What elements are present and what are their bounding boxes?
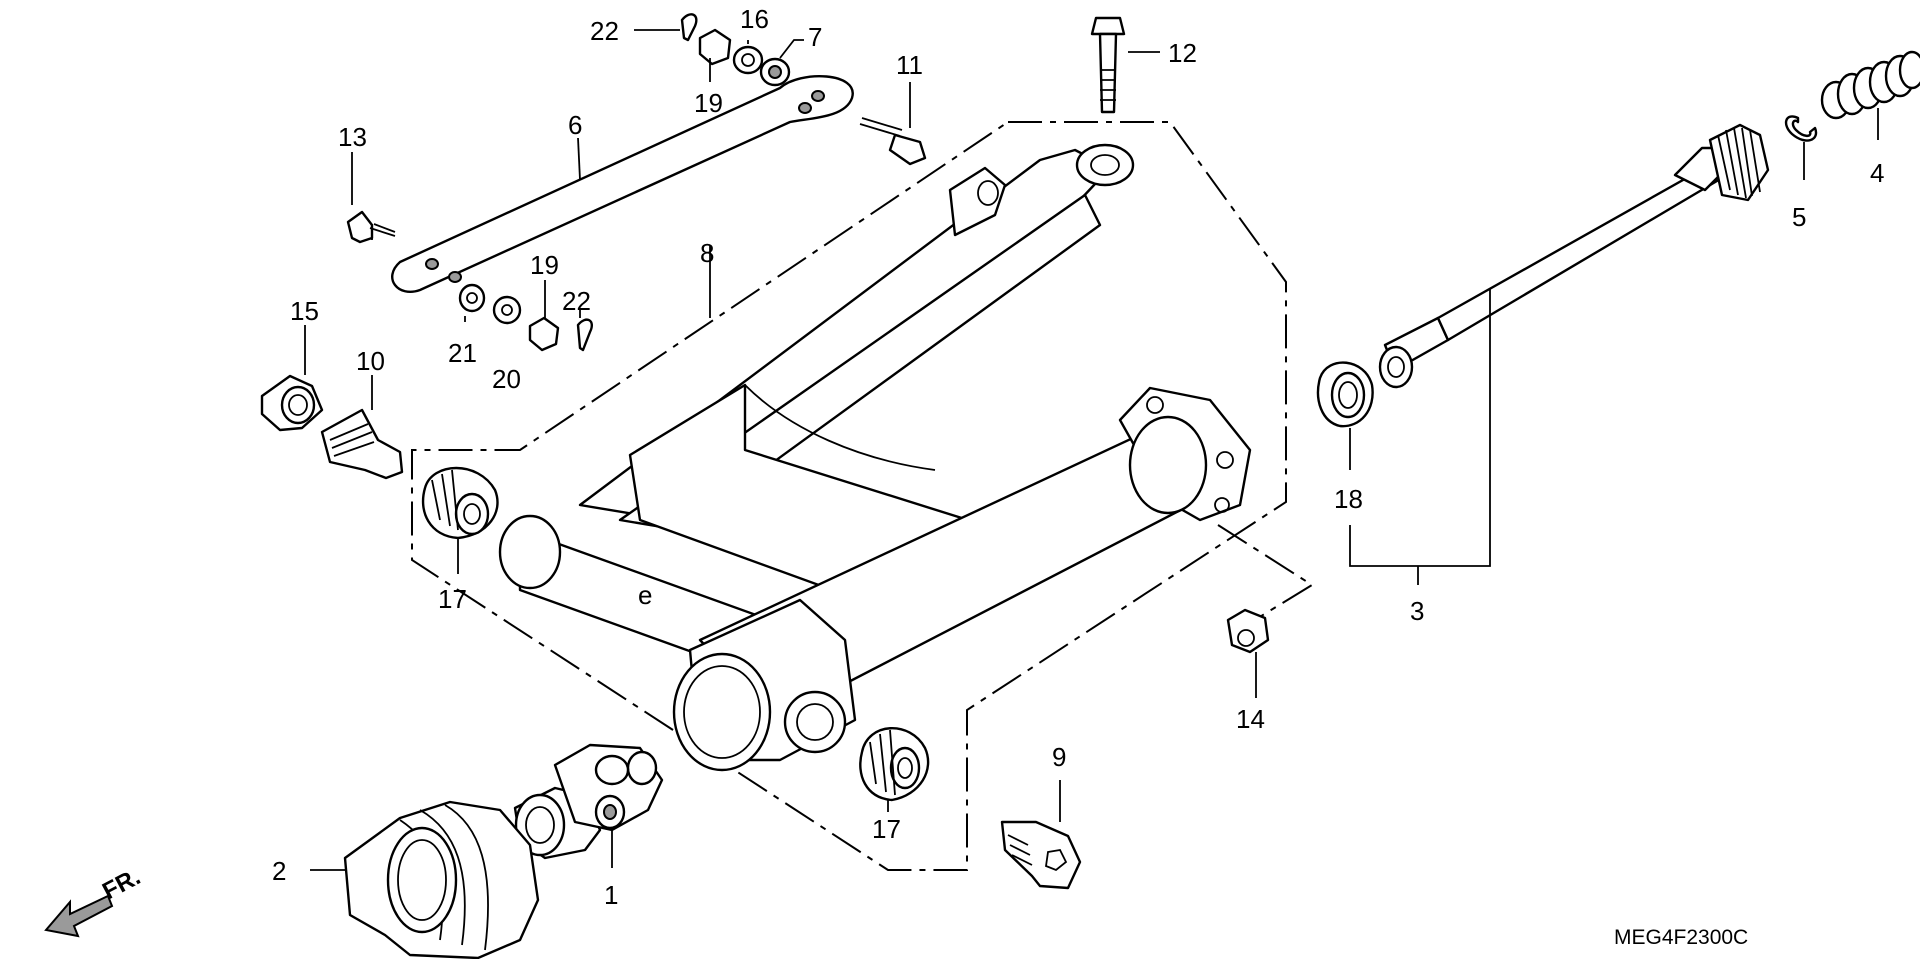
callout-1: 1 — [604, 880, 618, 910]
bearing-17-right — [859, 727, 930, 802]
callout-17-right: 17 — [872, 814, 901, 844]
callout-6: 6 — [568, 110, 582, 140]
callout-12: 12 — [1168, 38, 1197, 68]
rubber-boot-2 — [343, 800, 540, 959]
oil-seal-18 — [1316, 361, 1374, 428]
callout-4: 4 — [1870, 158, 1884, 188]
callout-22-top: 22 — [590, 16, 619, 46]
diagram-code: MEG4F2300C — [1614, 926, 1748, 949]
circlip-5 — [1784, 115, 1818, 142]
universal-joint-1 — [513, 743, 664, 860]
leader-dashed-14 — [1217, 524, 1314, 619]
callout-20: 20 — [492, 364, 521, 394]
front-direction-arrow: FR. — [44, 863, 145, 938]
lock-nut-15 — [260, 374, 324, 432]
callout-16: 16 — [740, 4, 769, 34]
arm-mark: e — [638, 580, 652, 610]
spring-4 — [1820, 50, 1920, 120]
pivot-bolt-10 — [320, 408, 404, 480]
callout-17-left: 17 — [438, 584, 467, 614]
callout-11: 11 — [896, 50, 923, 80]
collar-nut-14 — [1226, 608, 1270, 654]
drain-plug-9 — [1000, 820, 1082, 890]
callout-14: 14 — [1236, 704, 1265, 734]
callout-21: 21 — [448, 338, 477, 368]
callout-18: 18 — [1334, 484, 1363, 514]
callout-7: 7 — [808, 22, 822, 52]
callout-3: 3 — [1410, 596, 1424, 626]
callout-15: 15 — [290, 296, 319, 326]
callout-19-mid: 19 — [530, 250, 559, 280]
callout-10: 10 — [356, 346, 385, 376]
leader-lines — [304, 29, 1879, 871]
callout-9: 9 — [1052, 742, 1066, 772]
torque-rod — [391, 75, 854, 293]
assembly-boundary-dashed — [411, 121, 1287, 871]
callout-8: 8 — [700, 238, 714, 268]
bolt-11 — [859, 117, 927, 166]
callout-13: 13 — [338, 122, 367, 152]
swingarm: e — [498, 143, 1252, 772]
callout-labels: 22 16 7 19 11 12 13 6 8 19 22 21 20 15 1… — [272, 4, 1884, 910]
drive-shaft-3 — [1378, 123, 1770, 389]
bearing-17-left — [421, 466, 499, 540]
hardware-top — [680, 13, 791, 87]
hardware-middle — [458, 283, 593, 352]
bolt-12 — [1090, 16, 1126, 114]
callout-22-mid: 22 — [562, 286, 591, 316]
callout-2: 2 — [272, 856, 286, 886]
callout-5: 5 — [1792, 202, 1806, 232]
callout-19-top: 19 — [694, 88, 723, 118]
bolt-13 — [346, 210, 396, 244]
